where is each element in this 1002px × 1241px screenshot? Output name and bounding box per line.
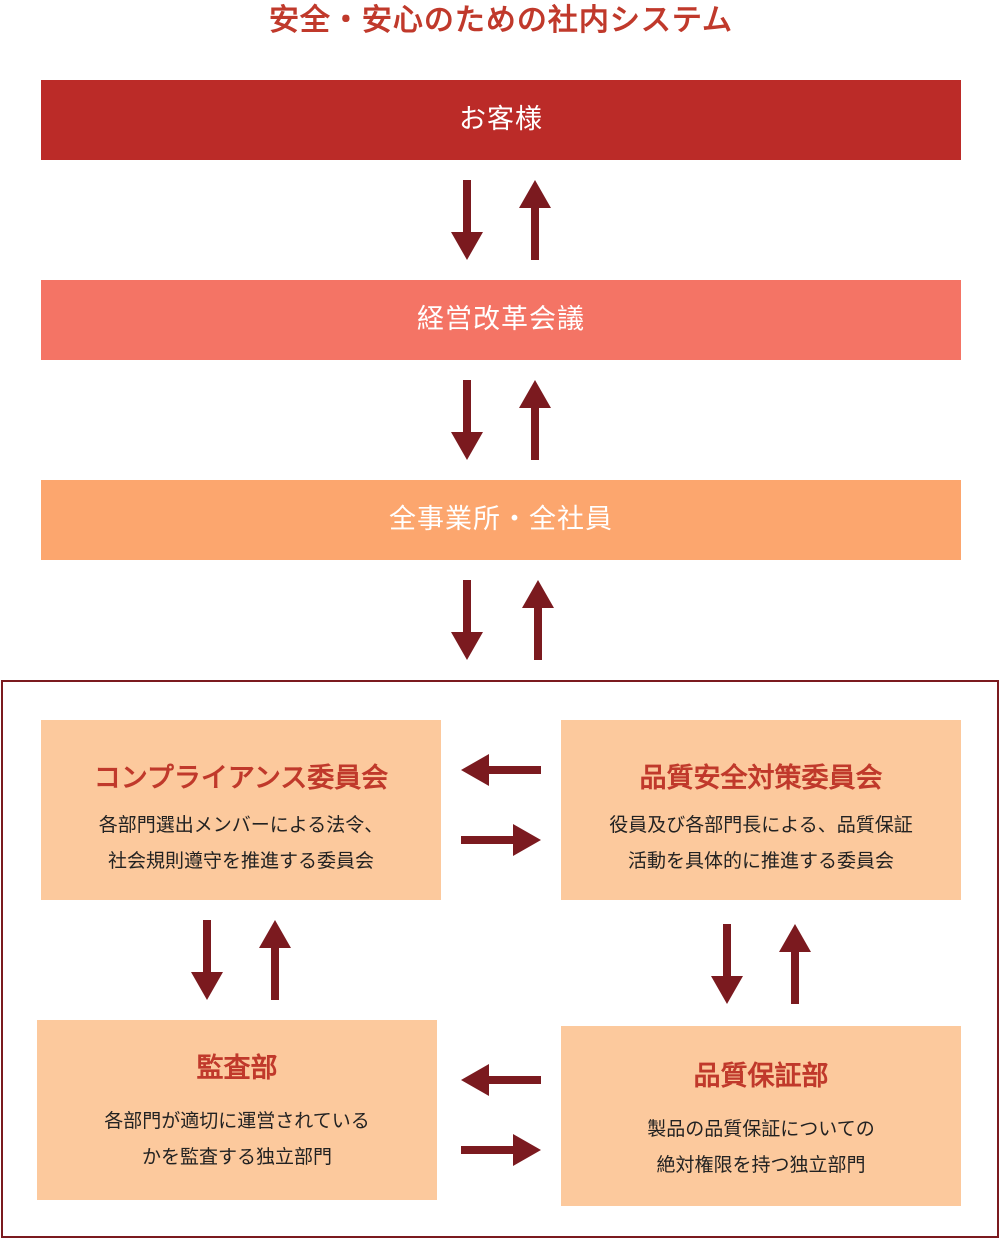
arrow-up-icon — [779, 924, 811, 1004]
quality-assurance-department-title: 品質保証部 — [693, 1061, 829, 1092]
arrow-up-icon — [522, 580, 554, 660]
arrow-up-icon — [259, 920, 291, 1000]
quality-assurance-department-desc-line1: 製品の品質保証についての — [647, 1118, 875, 1140]
quality-assurance-department-desc-line2: 絶対権限を持つ独立部門 — [656, 1154, 866, 1176]
arrow-down-icon — [451, 380, 483, 460]
all-offices-staff-band: 全事業所・全社員 — [41, 480, 961, 560]
compliance-committee-title: コンプライアンス委員会 — [93, 763, 389, 794]
arrow-down-icon — [191, 920, 223, 1000]
quality-safety-committee-desc-line2: 活動を具体的に推進する委員会 — [627, 850, 894, 872]
arrow-right-icon — [461, 1134, 541, 1166]
audit-department-desc-line1: 各部門が適切に運営されている — [104, 1110, 370, 1132]
compliance-committee-desc-line2: 社会規則遵守を推進する委員会 — [107, 850, 374, 872]
audit-department-title: 監査部 — [196, 1053, 278, 1084]
internal-system-frame — [1, 680, 999, 1238]
compliance-committee-box: コンプライアンス委員会 各部門選出メンバーによる法令、 社会規則遵守を推進する委… — [41, 720, 441, 900]
arrow-right-icon — [461, 824, 541, 856]
compliance-committee-desc-line1: 各部門選出メンバーによる法令、 — [98, 814, 384, 836]
arrow-up-icon — [519, 180, 551, 260]
arrow-left-icon — [461, 1064, 541, 1096]
management-reform-council-band: 経営改革会議 — [41, 280, 961, 360]
arrow-down-icon — [711, 924, 743, 1004]
customer-band: お客様 — [41, 80, 961, 160]
audit-department-desc-line2: かを監査する独立部門 — [141, 1146, 332, 1168]
arrow-up-icon — [519, 380, 551, 460]
quality-assurance-department-box: 品質保証部 製品の品質保証についての 絶対権限を持つ独立部門 — [561, 1026, 961, 1206]
diagram-title: 安全・安心のための社内システム — [268, 3, 734, 38]
arrow-down-icon — [451, 580, 483, 660]
arrow-down-icon — [451, 180, 483, 260]
quality-safety-committee-title: 品質安全対策委員会 — [639, 763, 883, 794]
arrow-left-icon — [461, 754, 541, 786]
quality-safety-committee-desc-line1: 役員及び各部門長による、品質保証 — [609, 814, 913, 836]
quality-safety-committee-box: 品質安全対策委員会 役員及び各部門長による、品質保証 活動を具体的に推進する委員… — [561, 720, 961, 900]
audit-department-box: 監査部 各部門が適切に運営されている かを監査する独立部門 — [37, 1020, 437, 1200]
